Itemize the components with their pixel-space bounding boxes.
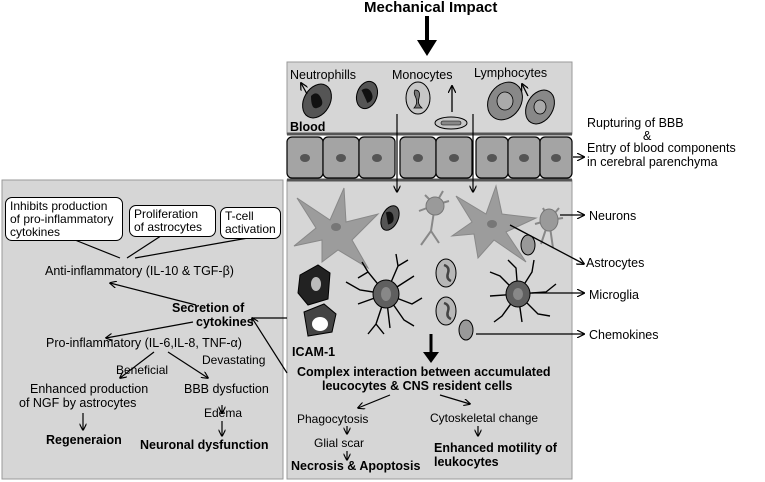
secretion-text-2: cytokines — [196, 315, 254, 329]
motility-text-1: Enhanced motility of — [434, 441, 557, 455]
box2-line-1: Proliferation — [134, 207, 199, 221]
box3-line-1: T-cell — [225, 209, 254, 223]
label-lymphocytes: Lymphocytes — [474, 66, 548, 80]
label-neutrophils: Neutrophills — [290, 68, 357, 82]
label-anti-inflammatory: Anti-inflammatory (IL-10 & TGF-β) — [45, 264, 234, 278]
microglia-cells — [345, 253, 557, 335]
box2-line-2: of astrocytes — [134, 220, 203, 234]
infiltrating-leucocyte — [380, 205, 400, 231]
box1-line-1: Inhibits production — [10, 199, 108, 213]
icam-dark-cells — [297, 264, 337, 337]
chemokine-cells — [435, 234, 536, 341]
label-cytoskeletal: Cytoskeletal change — [430, 411, 539, 425]
ngf-text-2: of NGF by astrocytes — [19, 396, 137, 410]
bbb-text-3: Entry of blood components — [587, 141, 736, 155]
diagram-title: Mechanical Impact — [364, 0, 498, 16]
label-monocytes: Monocytes — [392, 68, 453, 82]
label-regeneration: Regeneraion — [46, 433, 122, 447]
label-phagocytosis: Phagocytosis — [297, 412, 369, 426]
box1-line-2: of pro-inflammatory — [10, 212, 114, 226]
box3-line-2: activation — [225, 222, 276, 236]
box1-line-3: cytokines — [10, 225, 61, 239]
label-pro-inflammatory: Pro-inflammatory (IL-6,IL-8, TNF-α) — [46, 336, 242, 350]
label-bbb-dysfunction: BBB dysfuction — [184, 382, 269, 396]
box-tcell-activation: T-cell activation — [220, 207, 281, 239]
label-edema: Edema — [204, 406, 243, 420]
box-inhibits-production: Inhibits production of pro-inflammatory … — [5, 197, 123, 241]
box-proliferation-astrocytes: Proliferation of astrocytes — [129, 205, 216, 237]
interaction-text-1: Complex interaction between accumulated — [297, 365, 551, 379]
label-glial-scar: Glial scar — [314, 436, 365, 450]
label-microglia: Microglia — [589, 288, 640, 302]
label-necrosis: Necrosis & Apoptosis — [291, 459, 421, 473]
ngf-text-1: Enhanced production — [30, 382, 149, 396]
bbb-text-2: & — [643, 129, 652, 143]
endothelial-nuclei — [300, 154, 561, 162]
secretion-text-1: Secretion of — [172, 301, 245, 315]
endothelial-cells — [286, 136, 573, 179]
label-neuronal-dysfunction: Neuronal dysfunction — [140, 438, 269, 452]
lymphocyte-cells — [487, 81, 555, 125]
bbb-text-4: in cerebral parenchyma — [587, 155, 718, 169]
neutrophil-cells — [302, 80, 379, 119]
label-blood: Blood — [290, 120, 326, 134]
label-astrocytes: Astrocytes — [586, 256, 645, 270]
label-beneficial: Beneficial — [116, 363, 169, 377]
label-chemokines: Chemokines — [589, 328, 659, 342]
interaction-text-2: leucocytes & CNS resident cells — [322, 379, 513, 393]
monocyte-cells — [405, 81, 468, 130]
bbb-text-1: Rupturing of BBB — [587, 116, 684, 130]
motility-text-2: leukocytes — [434, 455, 499, 469]
label-neurons: Neurons — [589, 209, 637, 223]
label-devastating: Devastating — [202, 353, 266, 367]
label-icam: ICAM-1 — [292, 345, 336, 359]
